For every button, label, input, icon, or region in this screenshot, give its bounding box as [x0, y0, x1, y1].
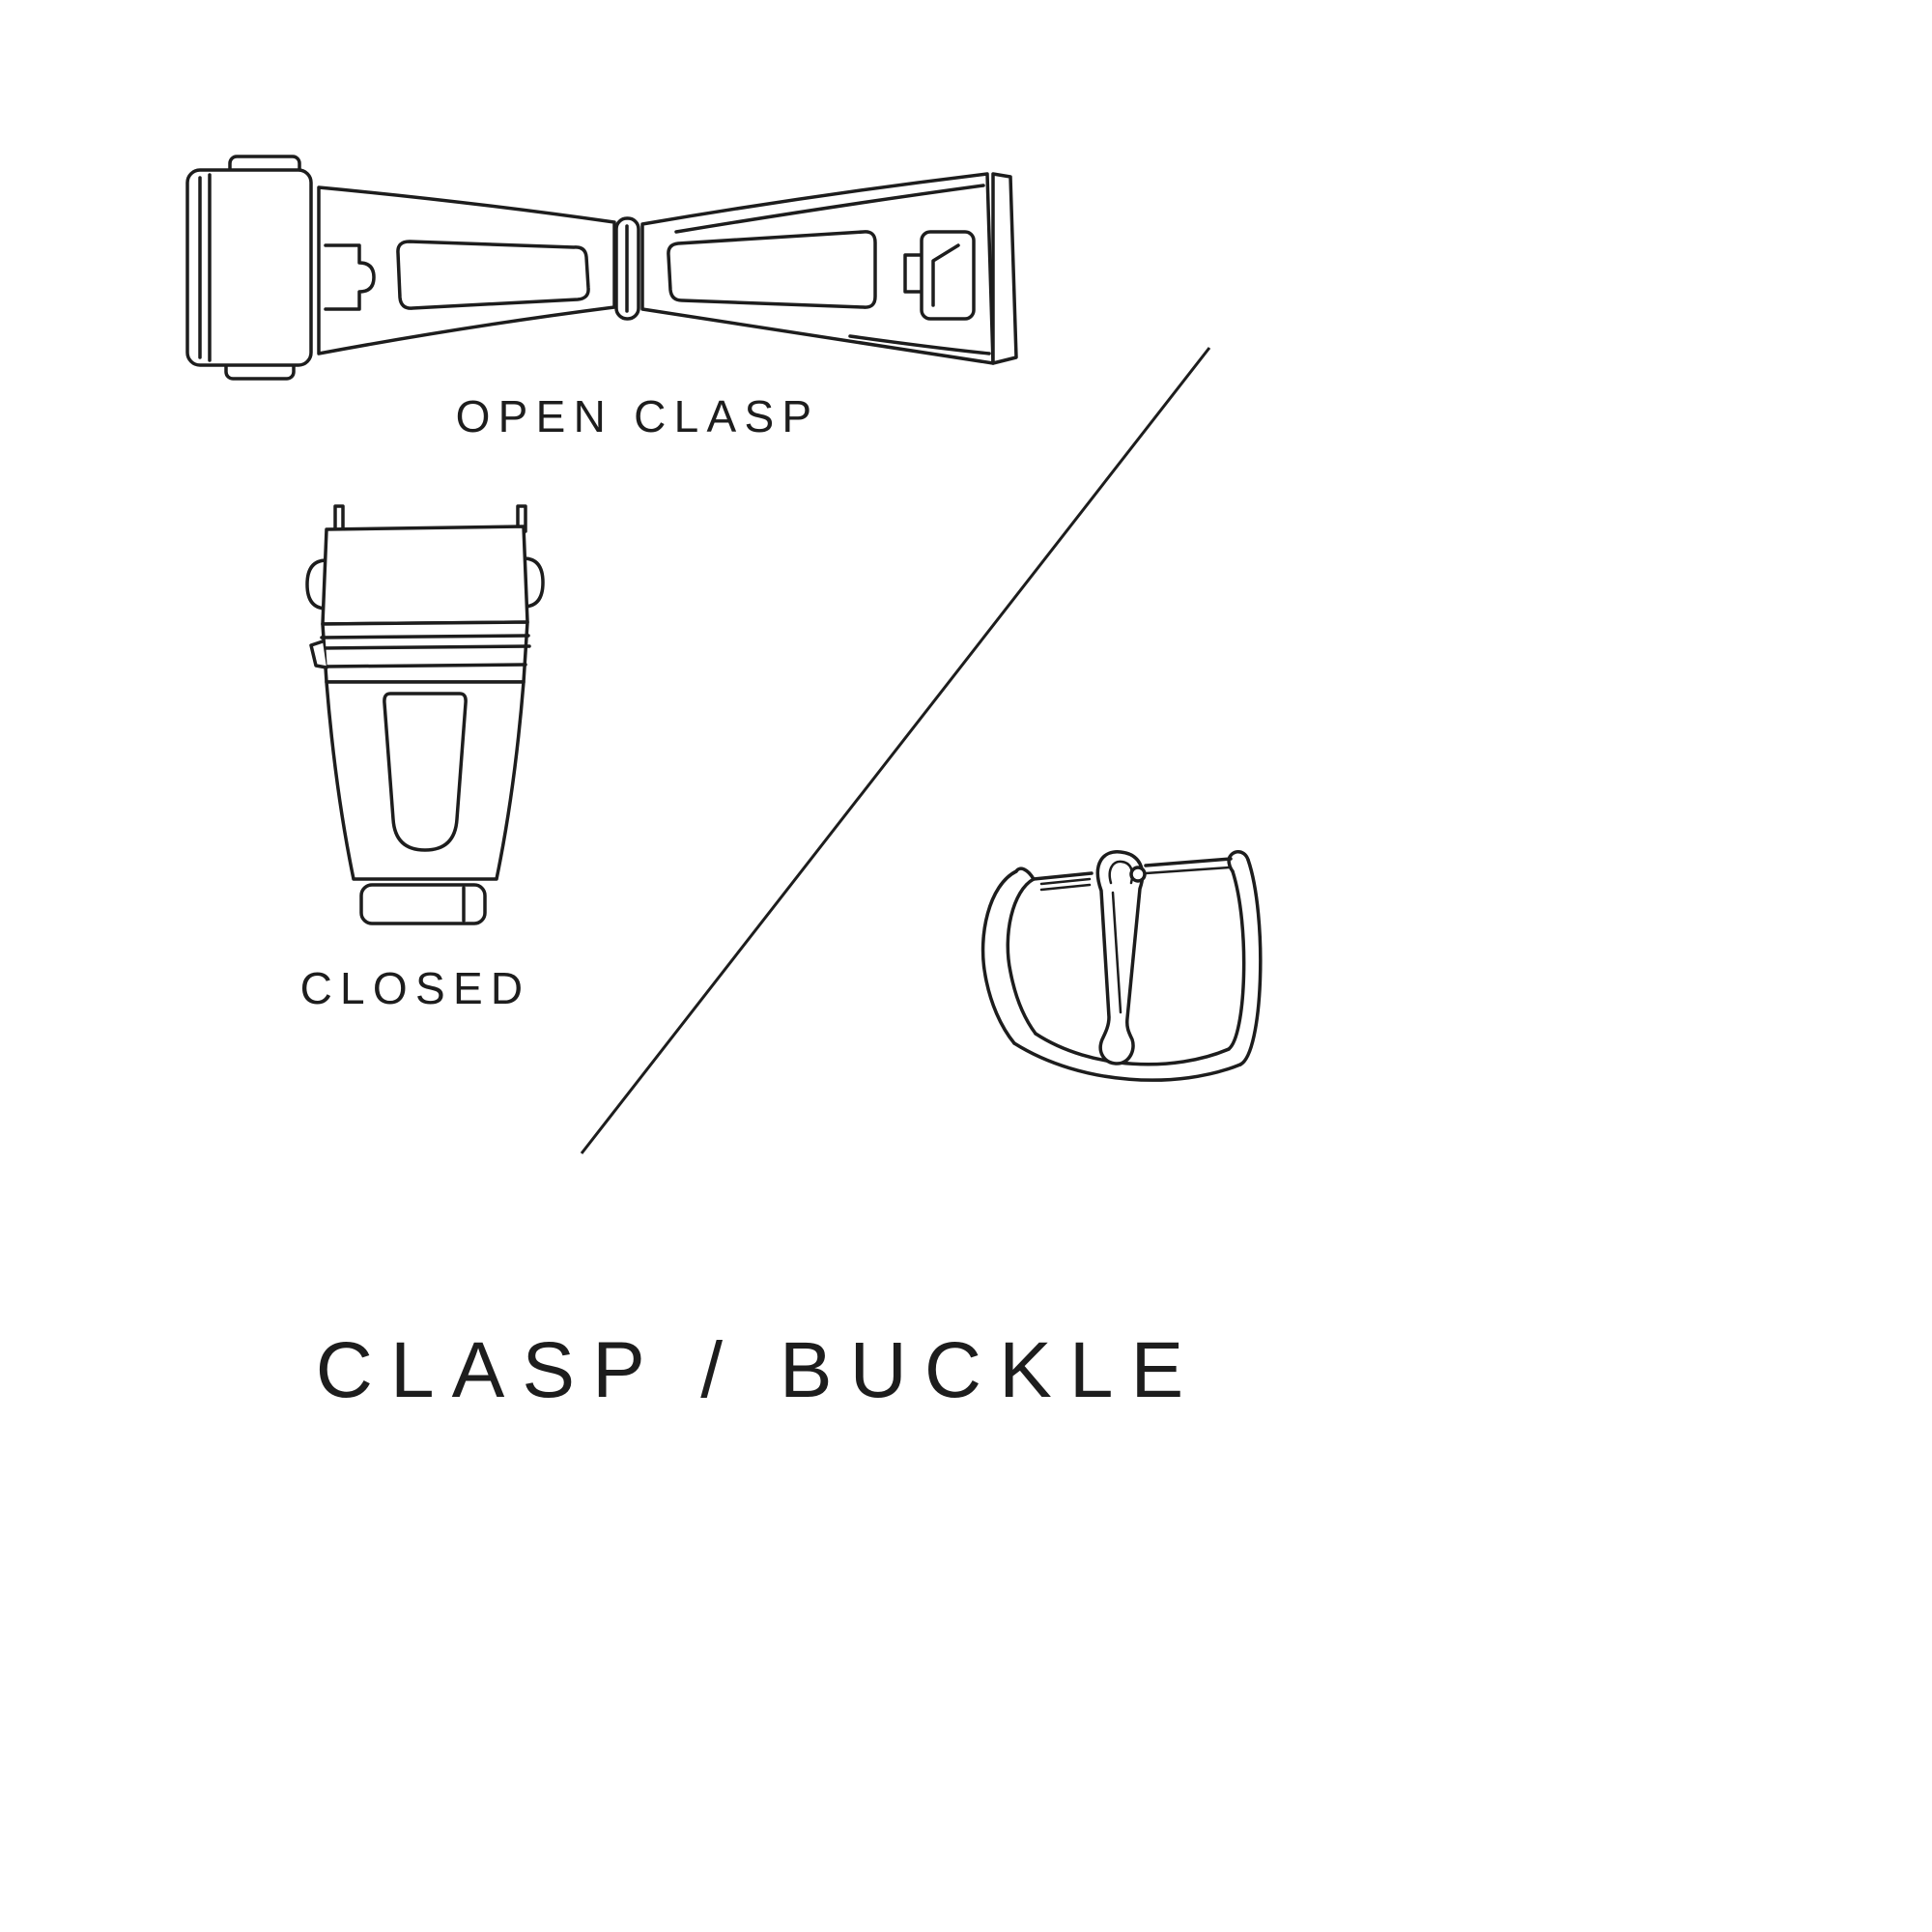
- divider-figure: [568, 336, 1225, 1167]
- open-clasp-figure: [174, 145, 1024, 406]
- open-clasp-label: OPEN CLASP: [455, 391, 820, 441]
- closed-clasp-label: CLOSED: [299, 963, 531, 1013]
- closed-clasp-figure: [290, 500, 560, 945]
- closed-clasp-illustration: [305, 504, 545, 925]
- page-title: CLASP / BUCKLE: [315, 1326, 1202, 1414]
- open-clasp-illustration: [185, 155, 1018, 381]
- buckle-illustration: [980, 850, 1263, 1082]
- buckle-figure: [956, 829, 1285, 1119]
- divider-line: [580, 347, 1211, 1154]
